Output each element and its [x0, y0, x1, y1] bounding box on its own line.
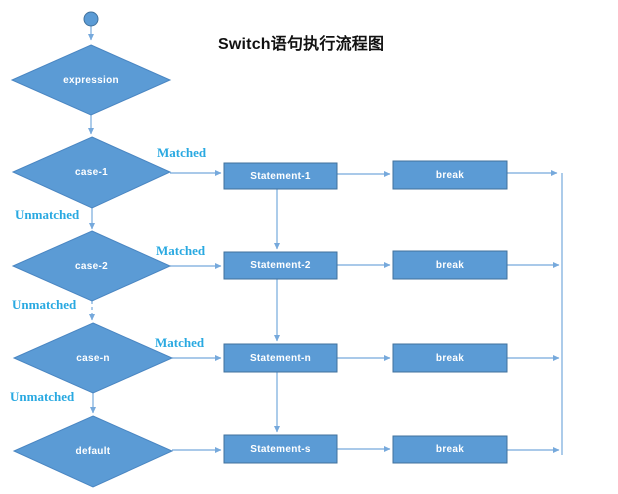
matched-label-1: Matched [157, 145, 207, 160]
break-2-box [392, 250, 508, 280]
default-diamond [12, 415, 174, 488]
matched-label-3: Matched [155, 335, 205, 350]
break-3-box [392, 343, 508, 373]
statement-n-box [223, 343, 338, 373]
case-n-diamond [12, 322, 174, 394]
unmatched-label-1: Unmatched [15, 207, 80, 222]
start-circle [83, 11, 99, 27]
nodes [10, 11, 508, 488]
break-4-box [392, 435, 508, 464]
unmatched-label-2: Unmatched [12, 297, 77, 312]
case-1-diamond [11, 136, 172, 209]
unmatched-label-3: Unmatched [10, 389, 75, 404]
matched-label-2: Matched [156, 243, 206, 258]
statement-2-box [223, 251, 338, 280]
case-2-diamond [11, 230, 172, 302]
expression-diamond [10, 44, 172, 116]
page-title: Switch语句执行流程图 [218, 36, 385, 53]
statement-1-box [223, 162, 338, 190]
break-1-box [392, 160, 508, 190]
statement-s-box [223, 434, 338, 464]
connectors [88, 26, 563, 455]
